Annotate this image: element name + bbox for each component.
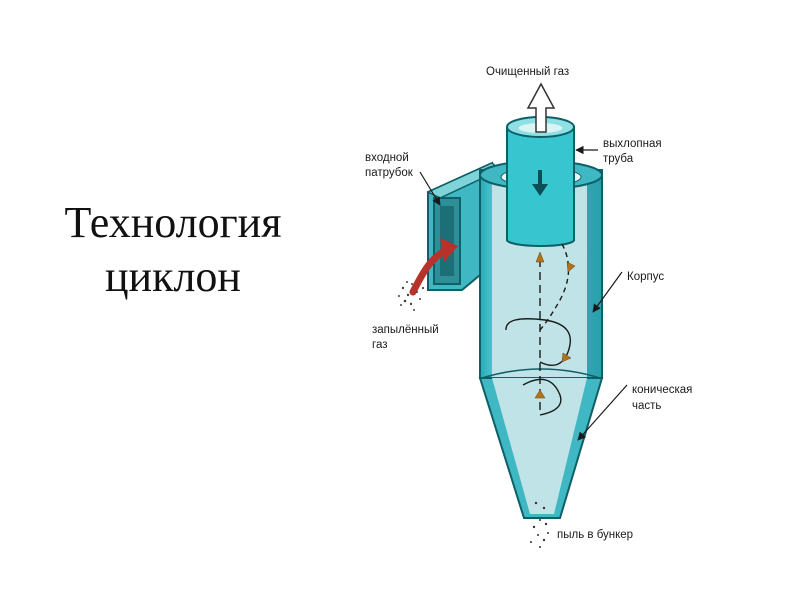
inlet-duct [426, 161, 502, 291]
inlet-dust-particles [398, 281, 425, 311]
clean-gas-arrow-icon [526, 82, 556, 133]
exhaust-pipe-label-1: выхлопная [603, 138, 662, 150]
swirl-arrowheads [534, 251, 576, 399]
hopper-dust-particles [530, 501, 549, 548]
leader-lines [419, 145, 628, 441]
body-label: Корпус [627, 271, 664, 283]
exhaust-pipe-label-2: труба [603, 153, 634, 165]
conical-section [478, 368, 604, 519]
conical-label-2: часть [632, 400, 661, 412]
inlet-label-2: патрубок [365, 167, 414, 179]
conical-label-1: коническая [632, 384, 692, 396]
dusty-gas-label-2: газ [372, 339, 387, 351]
dust-out-label: пыль в бункер [557, 529, 633, 541]
clean-gas-label: Очищенный газ [486, 66, 569, 78]
slide-title: Технология циклон [38, 196, 308, 304]
title-line-2: циклон [105, 252, 241, 301]
inlet-label-1: входной [365, 152, 409, 164]
dusty-gas-label-1: запылённый [372, 324, 439, 336]
title-line-1: Технология [64, 198, 282, 247]
swirl-flow-lines [505, 243, 572, 416]
